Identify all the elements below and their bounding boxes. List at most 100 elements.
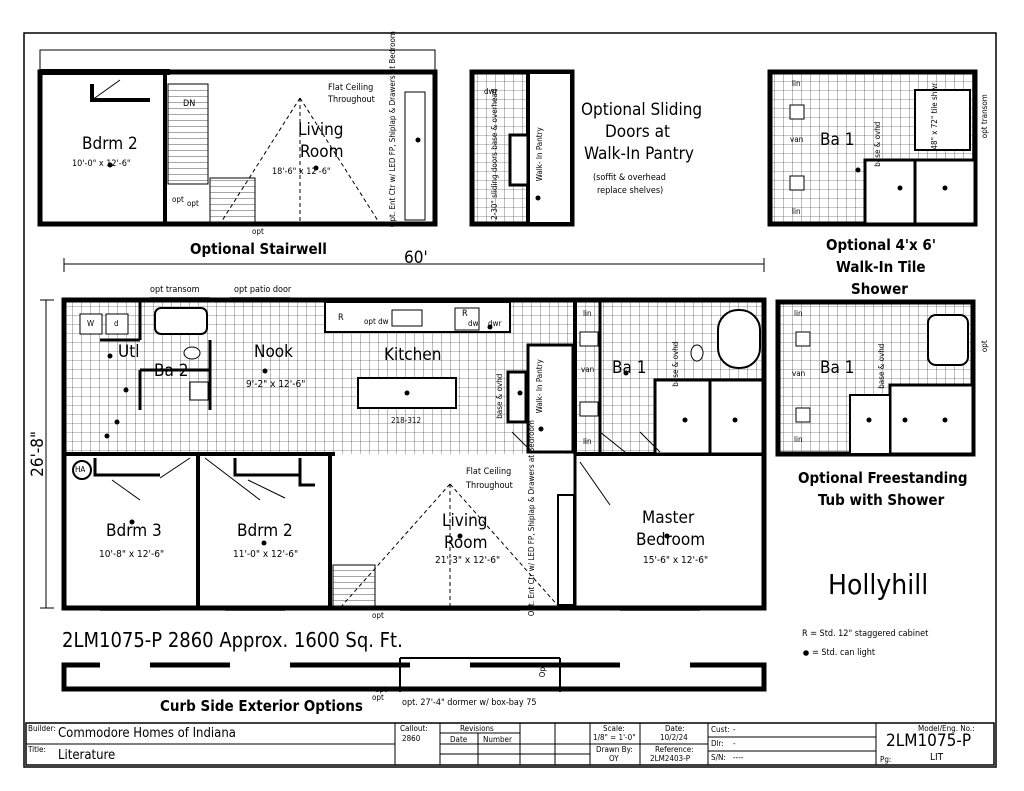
tub-inset-base-ovhd: base & ovhd [876, 343, 886, 389]
exterior-opt-b: opt [375, 685, 387, 694]
bath-van: van [581, 365, 595, 374]
room-master-1: Master [642, 508, 695, 528]
opt-dw-label: opt dw [364, 317, 389, 326]
stairwell-opt-b: opt [187, 199, 199, 208]
dishwasher-label: dw [468, 319, 479, 328]
tub-inset-van: van [792, 369, 806, 378]
inset-dwr-label: dwr [484, 87, 498, 96]
island-label: 218-312 [391, 416, 422, 425]
bdrm3-size: 10'-8" x 12'-6" [99, 549, 165, 560]
pantry-inset [469, 69, 575, 227]
stairwell-living-size: 18'-6" x 12'-6" [272, 167, 331, 177]
model-label: Model/Eng. No.: [918, 724, 975, 733]
main-floor-plan [40, 258, 767, 611]
tile-shower-opt-transom: opt transom [979, 94, 989, 139]
room-ba2: Ba 2 [154, 361, 189, 381]
pantry-doors-note: 2-30" sliding doors base & overhead [489, 88, 499, 220]
nook-size: 9'-2" x 12'-6" [246, 379, 306, 390]
sn-value: ---- [733, 753, 744, 762]
main-flat-ceiling-2: Throughout [466, 481, 513, 491]
tile-shower-base-ovhd: base & ovhd [872, 121, 882, 167]
reference-value: 2LM2403-P [650, 754, 691, 763]
tub-inset-lin2: lin [794, 435, 803, 444]
curb-side-elevation [61, 657, 767, 692]
main-flat-ceiling-1: Flat Ceiling [466, 467, 512, 477]
room-ba1: Ba 1 [612, 358, 647, 378]
stairwell-living-name-2: Room [300, 142, 344, 162]
can-light-legend-dot [803, 650, 809, 656]
tub-inset-caption-2: Tub with Shower [818, 491, 945, 509]
legend-light-note: = Std. can light [812, 648, 876, 658]
room-bdrm3: Bdrm 3 [106, 521, 162, 541]
exterior-opt-a: opt [372, 693, 384, 702]
main-opt-label: opt [372, 611, 384, 620]
tub-inset-caption-1: Optional Freestanding [798, 469, 968, 487]
stairwell-flat-ceiling-1: Flat Ceiling [328, 83, 374, 93]
drawn-value: OY [609, 754, 619, 763]
freestanding-tub-inset [775, 299, 976, 457]
inset-pantry-label: Walk- In Pantry [534, 127, 544, 182]
dryer-label: d [114, 319, 119, 328]
reference-label: Reference: [655, 745, 694, 754]
callout-value: 2860 [402, 734, 421, 743]
overall-depth-dim: 26'-8" [28, 430, 49, 477]
exterior-op: Op [537, 667, 547, 678]
cust-value: - [733, 725, 736, 734]
exterior-caption: Curb Side Exterior Options [160, 697, 363, 715]
pantry-note-1: (soffit & overhead [593, 173, 666, 183]
fridge-cabinet-label: R [338, 313, 344, 323]
plan-name: Hollyhill [828, 568, 929, 601]
title-label: Title: [28, 745, 46, 754]
tile-shower-caption-1: Optional 4'x 6' [826, 236, 936, 254]
title-block [25, 722, 995, 766]
ha-label: HA [75, 465, 86, 474]
bath-lin2: lin [583, 437, 592, 446]
pg-value: LIT [930, 752, 944, 763]
room-nook: Nook [254, 342, 294, 362]
pantry-title-1: Optional Sliding [581, 100, 703, 120]
walk-in-pantry-label: Walk- In Pantry [534, 359, 544, 414]
master-size: 15'-6" x 12'-6" [643, 555, 709, 566]
tub-inset-opt: opt [979, 340, 989, 353]
cust-label: Cust: [711, 725, 730, 734]
tile-shower-caption-3: Shower [851, 280, 908, 298]
stairwell-flat-ceiling-2: Throughout [328, 95, 375, 105]
revisions-label: Revisions [460, 724, 494, 733]
tub-inset-lin1: lin [794, 309, 803, 318]
stairwell-opt-c: opt [252, 227, 264, 236]
sn-label: S/N: [711, 753, 726, 762]
stairwell-fp-note: Opt. Ent Ctr w/ LED FP, Shiplap & Drawer… [387, 31, 397, 228]
tile-shower-ba1: Ba 1 [820, 130, 855, 150]
dlr-label: Dlr: [711, 739, 724, 748]
room-kitchen: Kitchen [384, 345, 442, 365]
scale-value: 1/8" = 1'-0" [593, 733, 636, 742]
stair-dn-label: DN [183, 99, 196, 109]
revisions-number-col: Number [483, 735, 512, 744]
pantry-title-2: Doors at [605, 122, 670, 142]
tile-shower-size: 48" x 72" tile shwr [929, 82, 939, 150]
stairwell-bdrm2-size: 10'-0" x 12'-6" [72, 159, 131, 169]
room-utl: Utl [118, 342, 140, 362]
scale-label: Scale: [603, 724, 625, 733]
tile-shower-lin2: lin [792, 207, 801, 216]
model-title: 2LM1075-P 2860 Approx. 1600 Sq. Ft. [62, 628, 403, 652]
opt-transom-label: opt transom [150, 285, 200, 295]
tub-inset-ba1: Ba 1 [820, 358, 855, 378]
pantry-base-ovhd: base & ovhd [494, 373, 504, 419]
room-bdrm2: Bdrm 2 [237, 521, 293, 541]
room-living-2: Room [444, 533, 488, 553]
room-master-2: Bedroom [636, 530, 706, 550]
date-value: 10/2/24 [660, 733, 688, 742]
tile-shower-lin1: lin [792, 79, 801, 88]
stairwell-inset [37, 49, 438, 227]
washer-label: W [87, 319, 95, 328]
stairwell-bdrm2-name: Bdrm 2 [82, 134, 138, 154]
stairwell-opt-a: opt [172, 195, 184, 204]
stairwell-caption: Optional Stairwell [190, 240, 327, 258]
callout-label: Callout: [400, 724, 428, 733]
drawn-label: Drawn By: [596, 745, 633, 754]
opt-patio-door-label: opt patio door [234, 285, 292, 295]
tile-shower-van: van [790, 135, 804, 144]
